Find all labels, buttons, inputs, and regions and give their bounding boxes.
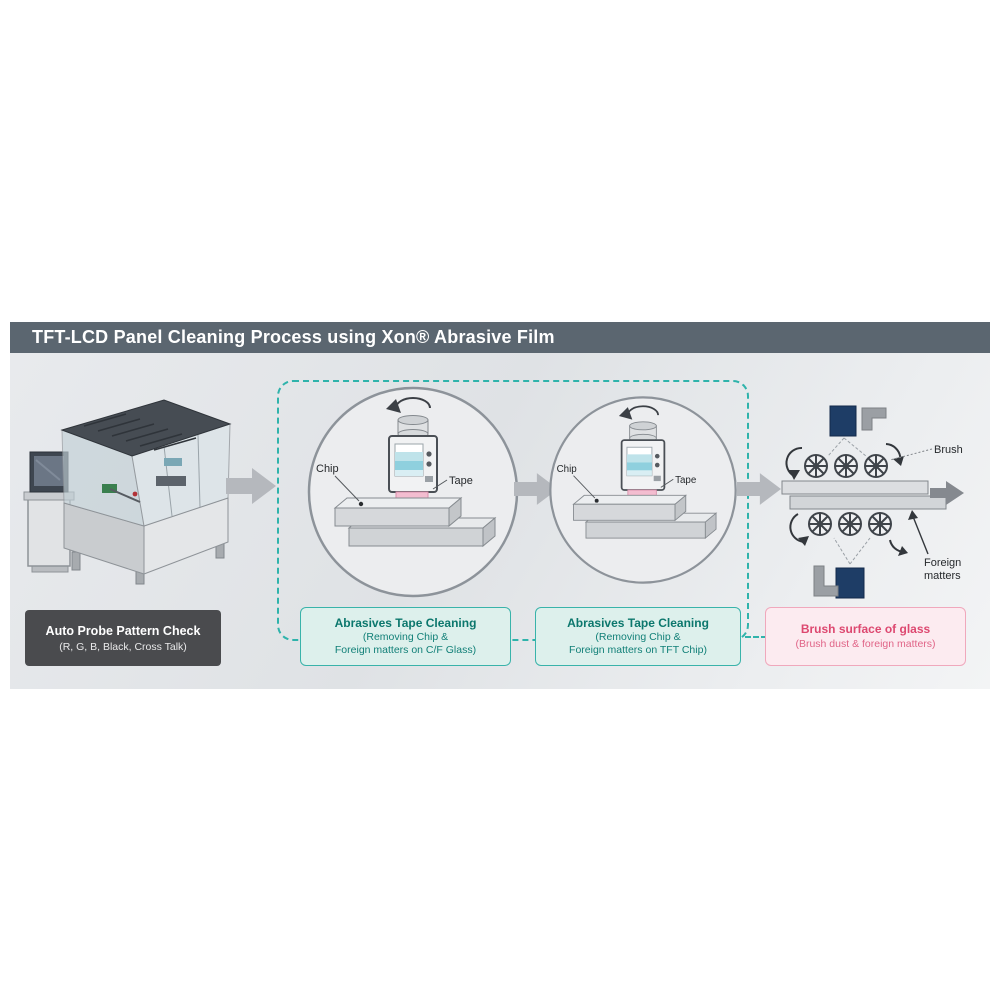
tape-label: Tape xyxy=(449,475,473,487)
flow-arrow-3 xyxy=(737,473,781,505)
glass-stage xyxy=(333,496,497,548)
rotation-arcs-top xyxy=(785,443,904,480)
tape-head-device xyxy=(388,415,438,501)
dashed-connector xyxy=(745,636,767,638)
auto-probe-caption: Auto Probe Pattern Check (R, G, B, Black… xyxy=(25,610,221,666)
foreign-matters-label-line2: matters xyxy=(924,570,961,582)
rotation-arrow-icon xyxy=(386,397,431,413)
abrasive-cleaning-zone xyxy=(277,380,749,641)
caption-abrasive-cleaning-tft-chip: Abrasives Tape Cleaning (Removing Chip &… xyxy=(535,607,741,666)
top-fixture xyxy=(827,405,887,457)
caption-line2: Foreign matters on C/F Glass) xyxy=(334,644,477,656)
flow-arrow-1 xyxy=(226,468,276,504)
top-brush-wheels xyxy=(804,454,888,478)
tape-cleaning-stage-2: Chip Tape xyxy=(549,396,737,584)
foreign-matters-label-line1: Foreign xyxy=(924,557,961,569)
chip-label: Chip xyxy=(316,463,339,475)
caption-abrasive-cleaning-cf-glass: Abrasives Tape Cleaning (Removing Chip &… xyxy=(300,607,511,666)
tape-head-device xyxy=(620,421,666,499)
title-bar: TFT-LCD Panel Cleaning Process using Xon… xyxy=(10,322,990,353)
caption-title: Abrasives Tape Cleaning xyxy=(334,615,477,630)
bottom-fixture xyxy=(813,537,871,599)
caption-title: Abrasives Tape Cleaning xyxy=(567,615,709,630)
brush-stage-diagram: Brush Foreign matters xyxy=(781,405,964,599)
kiosk-console xyxy=(23,451,75,573)
probe-machine-illustration xyxy=(23,399,232,585)
chip-particle xyxy=(358,501,364,507)
flow-arrow-2 xyxy=(514,473,558,505)
glass-stage xyxy=(572,494,718,540)
caption-line1: (Removing Chip & xyxy=(362,630,449,643)
rotation-arcs-bottom xyxy=(789,513,908,556)
auto-probe-caption-subtitle: (R, G, B, Black, Cross Talk) xyxy=(59,640,187,653)
rotation-arrow-icon xyxy=(618,405,660,420)
caption-line2: Foreign matters on TFT Chip) xyxy=(569,644,707,656)
canopy-hatching xyxy=(83,413,197,451)
probe-machine-body xyxy=(60,399,232,585)
glass-sheets xyxy=(781,480,947,510)
caption-brush-surface: Brush surface of glass (Brush dust & for… xyxy=(765,607,966,666)
auto-probe-caption-title: Auto Probe Pattern Check xyxy=(45,623,201,638)
caption-title: Brush surface of glass xyxy=(800,621,931,636)
caption-line1: (Brush dust & foreign matters) xyxy=(795,637,936,650)
tape-cleaning-stage-1: Chip Tape xyxy=(307,386,519,598)
brush-label: Brush xyxy=(934,444,963,456)
bottom-brush-wheels xyxy=(808,512,892,536)
conveyor-direction-arrow xyxy=(930,481,964,505)
chip-label: Chip xyxy=(557,464,578,475)
page-title: TFT-LCD Panel Cleaning Process using Xon… xyxy=(32,327,555,347)
chip-particle xyxy=(594,498,599,503)
tape-label: Tape xyxy=(675,475,697,486)
caption-line1: (Removing Chip & xyxy=(595,630,681,643)
